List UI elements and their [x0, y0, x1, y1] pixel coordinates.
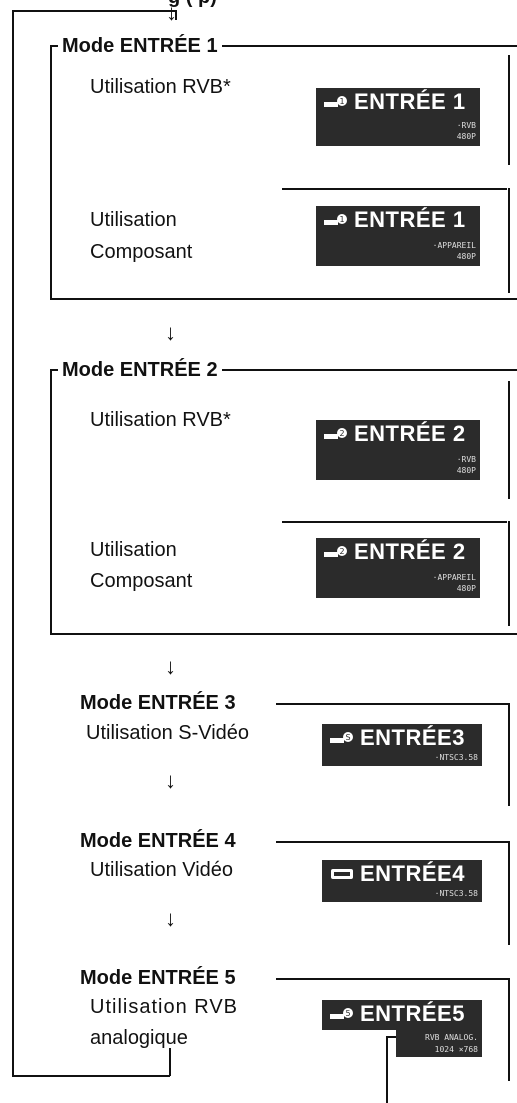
section5-label-1: Utilisation RVB: [90, 996, 239, 1018]
section5-signal-box: RVB ANALOG. 1024 ×768: [396, 1030, 482, 1057]
screen-input-name: ENTRÉE3: [360, 725, 465, 750]
section5-screen: 5 ENTRÉE5: [322, 1000, 482, 1030]
header-fragment: g ( p): [168, 0, 217, 9]
section3-frame-top: [276, 703, 509, 705]
section5-pointer: [386, 1036, 388, 1103]
screen-signal: ·RVB: [456, 455, 476, 464]
section1-divider-right: [508, 188, 510, 293]
screen-resolution: 480P: [456, 132, 476, 141]
section2-frame-left: [50, 369, 52, 634]
section1-frame-top: [50, 45, 517, 47]
section2-frame-top: [50, 369, 517, 371]
section3-frame-right: [508, 703, 510, 806]
svg-text:5: 5: [345, 1009, 350, 1018]
section4-screen: ENTRÉE4 ·NTSC3.58: [322, 860, 482, 902]
section3-title: Mode ENTRÉE 3: [76, 692, 240, 714]
arrow-down-icon: ↓: [165, 320, 176, 345]
svg-text:1: 1: [339, 215, 344, 224]
loop-line-left: [12, 10, 14, 1076]
section1-frame-left: [50, 45, 52, 299]
plug-icon: 5: [330, 1008, 353, 1019]
section1-title: Mode ENTRÉE 1: [58, 35, 222, 57]
loop-line-bottom: [12, 1075, 170, 1077]
arrow-down-icon: ↓: [165, 768, 176, 793]
section4-frame-right: [508, 841, 510, 945]
screen-resolution: 1024 ×768: [434, 1045, 478, 1054]
section5-title: Mode ENTRÉE 5: [76, 967, 240, 989]
section2-rgb-screen: 2 ENTRÉE 2 ·RVB 480P: [316, 420, 480, 480]
svg-text:2: 2: [339, 429, 344, 438]
section5-pointer-top: [386, 1036, 396, 1038]
section1-rgb-label: Utilisation RVB*: [90, 76, 231, 98]
section5-label-2: analogique: [90, 1027, 188, 1049]
screen-signal: ·APPAREIL: [432, 573, 476, 582]
screen-input-name: ENTRÉE 2: [354, 539, 466, 564]
loop-line-entry: [175, 10, 177, 20]
screen-signal: ·NTSC3.58: [434, 889, 478, 898]
section4-title: Mode ENTRÉE 4: [76, 830, 240, 852]
arrow-down-icon: ↓: [166, 0, 177, 25]
screen-input-name: ENTRÉE5: [360, 1001, 465, 1026]
loop-line-return: [169, 1048, 171, 1076]
section4-frame-top: [276, 841, 509, 843]
arrow-down-icon: ↓: [165, 654, 176, 679]
section5-frame-top: [276, 978, 509, 980]
section4-label: Utilisation Vidéo: [90, 859, 234, 881]
section5-frame-right: [508, 978, 510, 1081]
screen-signal: RVB ANALOG.: [425, 1033, 478, 1042]
plug-icon: 1: [324, 96, 347, 107]
section1-frame-inner: [508, 55, 510, 165]
plug-icon: 2: [324, 428, 347, 439]
section2-divider: [282, 521, 507, 523]
section2-component-screen: 2 ENTRÉE 2 ·APPAREIL 480P: [316, 538, 480, 598]
section2-title: Mode ENTRÉE 2: [58, 359, 222, 381]
svg-text:1: 1: [339, 97, 344, 106]
section1-component-label-2: Composant: [90, 241, 193, 263]
section1-divider: [282, 188, 507, 190]
section2-frame-bottom: [50, 633, 517, 635]
screen-input-name: ENTRÉE 2: [354, 421, 466, 446]
arrow-down-icon: ↓: [165, 906, 176, 931]
section1-component-label-1: Utilisation: [90, 209, 177, 231]
section1-rgb-screen: 1 ENTRÉE 1 ·RVB 480P: [316, 88, 480, 146]
plug-icon: 2: [324, 546, 347, 557]
screen-signal: ·NTSC3.58: [434, 753, 478, 762]
svg-text:S: S: [345, 733, 350, 742]
section2-component-label-2: Composant: [90, 570, 193, 592]
section2-rgb-label: Utilisation RVB*: [90, 409, 231, 431]
screen-input-name: ENTRÉE 1: [354, 207, 466, 232]
screen-input-name: ENTRÉE 1: [354, 89, 466, 114]
plug-icon: 1: [324, 214, 347, 225]
screen-resolution: 480P: [456, 466, 476, 475]
screen-input-name: ENTRÉE4: [360, 861, 465, 886]
section1-component-screen: 1 ENTRÉE 1 ·APPAREIL 480P: [316, 206, 480, 266]
section3-label: Utilisation S-Vidéo: [86, 722, 250, 744]
section2-frame-inner: [508, 381, 510, 499]
svideo-plug-icon: S: [330, 732, 353, 743]
section3-screen: S ENTRÉE3 ·NTSC3.58: [322, 724, 482, 766]
screen-signal: ·RVB: [456, 121, 476, 130]
screen-resolution: 480P: [456, 584, 476, 593]
screen-signal: ·APPAREIL: [432, 241, 476, 250]
svg-text:2: 2: [339, 547, 344, 556]
loop-line-top: [12, 10, 176, 12]
section1-frame-bottom: [50, 298, 517, 300]
section2-component-label-1: Utilisation: [90, 539, 177, 561]
screen-resolution: 480P: [456, 252, 476, 261]
video-plug-icon: [331, 869, 353, 879]
section2-divider-right: [508, 521, 510, 626]
